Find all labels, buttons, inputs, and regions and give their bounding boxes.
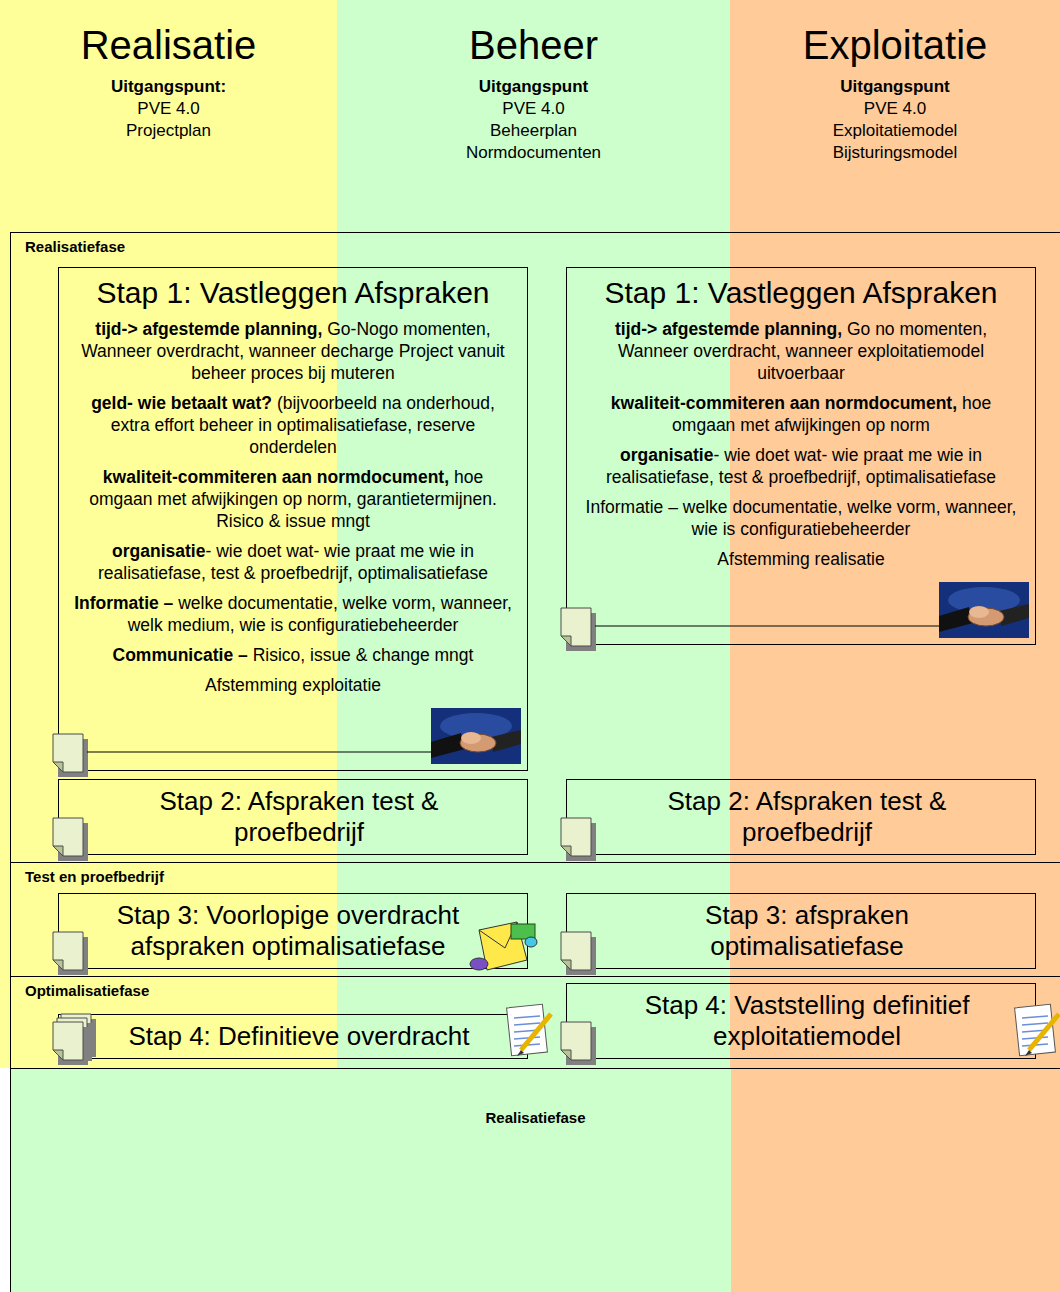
- step-title: Stap 1: Vastleggen Afspraken: [73, 276, 513, 310]
- paragraph: Communicatie –Risico, issue & change mng…: [73, 644, 513, 666]
- phase-band: RealisatiefaseStap 1: Vastleggen Afsprak…: [10, 232, 1060, 862]
- step-box: Stap 4: Vaststelling definitief exploita…: [566, 983, 1036, 1059]
- paragraph: Stap 4: Definitieve overdracht: [101, 1021, 497, 1052]
- paragraph: Stap 3: Voorlopige overdracht afspraken …: [101, 900, 475, 962]
- column-text: PVE 4.0: [0, 98, 337, 120]
- column-text: Normdocumenten: [337, 142, 730, 164]
- step-box: Stap 1: Vastleggen Afspraken tijd-> afges…: [566, 267, 1036, 645]
- step-title: Stap 3: afspraken optimalisatiefase: [609, 900, 1005, 962]
- topic-keyword: organisatie: [620, 445, 713, 465]
- topic-keyword: tijd-> afgestemde planning,: [615, 319, 842, 339]
- paragraph: Stap 1: Vastleggen Afspraken: [73, 276, 513, 310]
- topic-keyword: kwaliteit-commiteren aan normdocument,: [103, 467, 449, 487]
- topic-keyword: tijd-> afgestemde planning,: [95, 319, 322, 339]
- column-title: Beheer: [337, 22, 730, 68]
- paragraph: Informatie – welke documentatie, welke v…: [581, 496, 1021, 540]
- topic-text: Risico, issue & change mngt: [253, 645, 474, 665]
- step-box: Stap 1: Vastleggen Afspraken tijd-> afges…: [58, 267, 528, 771]
- phase-label: Realisatiefase: [11, 1069, 1060, 1127]
- column-text: PVE 4.0: [337, 98, 730, 120]
- paragraph: Stap 2: Afspraken test & proefbedrijf: [609, 786, 1005, 848]
- phase-band: Test en proefbedrijfStap 3: Voorlopige o…: [10, 862, 1060, 976]
- paragraph: Stap 2: Afspraken test & proefbedrijf: [101, 786, 497, 848]
- topic-text: welke documentatie, welke vorm, wanneer,…: [128, 593, 512, 635]
- topic-text: Afstemming exploitatie: [205, 675, 381, 695]
- step-title: Stap 4: Vaststelling definitief exploita…: [609, 990, 1005, 1052]
- step-box: Stap 4: Definitieve overdracht: [58, 1014, 528, 1059]
- step-title: Stap 2: Afspraken test & proefbedrijf: [101, 786, 497, 848]
- paragraph: Stap 4: Vaststelling definitief exploita…: [609, 990, 1005, 1052]
- column-text: Bijsturingsmodel: [730, 142, 1060, 164]
- paragraph: Afstemming realisatie: [581, 548, 1021, 570]
- column-text: Uitgangspunt: [730, 76, 1060, 98]
- step-title: Stap 4: Definitieve overdracht: [101, 1021, 497, 1052]
- step-title: Stap 3: Voorlopige overdracht afspraken …: [101, 900, 475, 962]
- column-text: Uitgangspunt: [337, 76, 730, 98]
- topic-text: Afstemming realisatie: [717, 549, 884, 569]
- phase-band: OptimalisatiefaseStap 4: Definitieve ove…: [10, 976, 1060, 1068]
- paragraph: Informatie –welke documentatie, welke vo…: [73, 592, 513, 636]
- step-box: Stap 3: afspraken optimalisatiefase: [566, 893, 1036, 969]
- column-text: Uitgangspunt:: [0, 76, 337, 98]
- paragraph: Afstemming exploitatie: [73, 674, 513, 696]
- phase-label: Realisatiefase: [11, 233, 1060, 256]
- step-box: Stap 3: Voorlopige overdracht afspraken …: [58, 893, 528, 969]
- paragraph: organisatie- wie doet wat- wie praat me …: [73, 540, 513, 584]
- step-title: Stap 1: Vastleggen Afspraken: [581, 276, 1021, 310]
- column-text: PVE 4.0: [730, 98, 1060, 120]
- column-text: Projectplan: [0, 120, 337, 142]
- topic-keyword: kwaliteit-commiteren aan normdocument,: [611, 393, 957, 413]
- column-title: Exploitatie: [730, 22, 1060, 68]
- paragraph: kwaliteit-commiteren aan normdocument,ho…: [73, 466, 513, 532]
- topic-text: Informatie – welke documentatie, welke v…: [586, 497, 1017, 539]
- phase-label: Test en proefbedrijf: [11, 863, 1060, 886]
- column-title: Realisatie: [0, 22, 337, 68]
- step-title: Stap 2: Afspraken test & proefbedrijf: [609, 786, 1005, 848]
- paragraph: kwaliteit-commiteren aan normdocument,ho…: [581, 392, 1021, 436]
- paragraph: tijd-> afgestemde planning,Go-Nogo momen…: [73, 318, 513, 384]
- paragraph: Stap 1: Vastleggen Afspraken: [581, 276, 1021, 310]
- column-text: Beheerplan: [337, 120, 730, 142]
- topic-keyword: Informatie –: [74, 593, 173, 613]
- topic-keyword: Communicatie –: [113, 645, 248, 665]
- topic-keyword: organisatie: [112, 541, 205, 561]
- column-text: Exploitatiemodel: [730, 120, 1060, 142]
- paragraph: organisatie- wie doet wat- wie praat me …: [581, 444, 1021, 488]
- paragraph: Stap 3: afspraken optimalisatiefase: [609, 900, 1005, 962]
- step-box: Stap 2: Afspraken test & proefbedrijf: [566, 779, 1036, 855]
- step-box: Stap 2: Afspraken test & proefbedrijf: [58, 779, 528, 855]
- paragraph: geld- wie betaalt wat?(bijvoorbeeld na o…: [73, 392, 513, 458]
- phase-band: Realisatiefase: [10, 1068, 1060, 1292]
- topic-keyword: geld- wie betaalt wat?: [91, 393, 272, 413]
- paragraph: tijd-> afgestemde planning,Go no momente…: [581, 318, 1021, 384]
